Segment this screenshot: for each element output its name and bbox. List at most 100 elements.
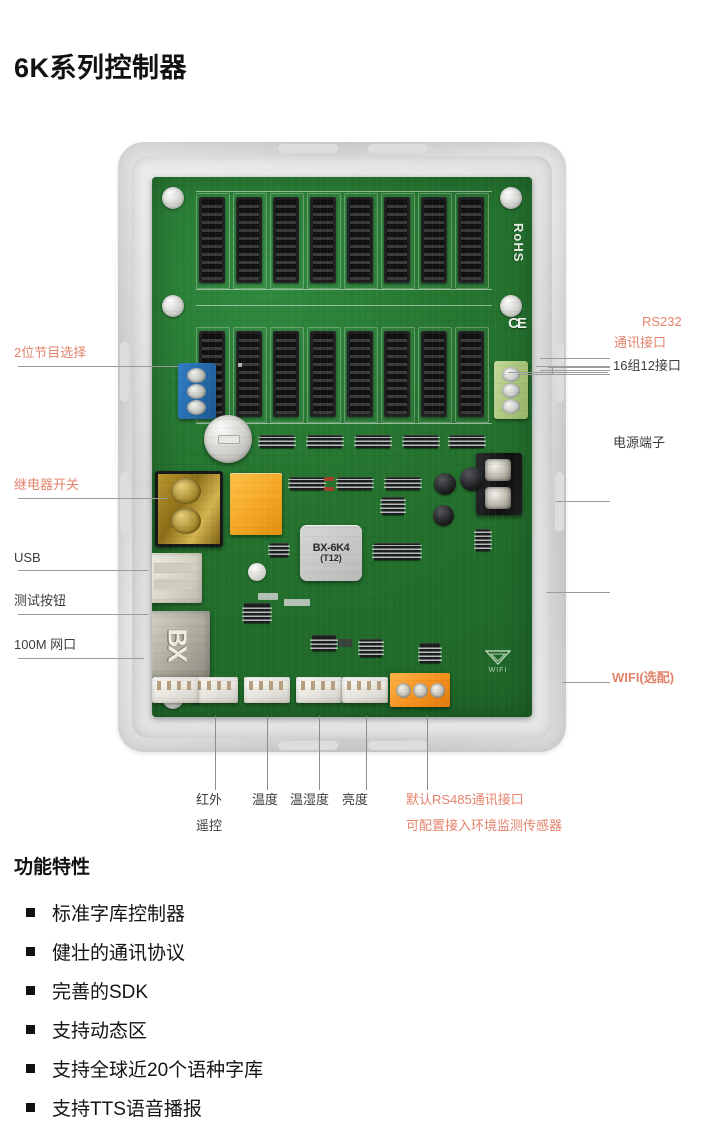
soic-chip [358,639,384,657]
idc-header[interactable] [273,331,299,417]
driver-chip [336,477,374,490]
bullet-icon [26,1064,35,1073]
rs232-terminal[interactable] [494,361,528,419]
relay-terminal-block[interactable] [155,471,223,547]
feature-item: 支持全球近20个语种字库 [14,1049,704,1088]
idc-header[interactable] [458,331,484,417]
terminal-screw [485,487,511,509]
leader-line-16ports [540,358,610,359]
leader-16group [522,374,610,375]
smd-passive [238,363,242,367]
page-title: 6K系列控制器 [14,53,188,83]
jst-connector-temp[interactable] [244,677,290,703]
driver-chip [384,477,422,490]
wifi-silkscreen-label: WIFI [488,667,508,674]
mounting-hole [162,295,184,317]
usb-port[interactable] [152,553,202,603]
feature-item: 标准字库控制器 [14,893,704,932]
power-terminal[interactable] [476,453,522,515]
capacitor [434,473,456,495]
idc-slot [270,193,304,289]
idc-header[interactable] [384,331,410,417]
idc-slot [381,193,415,289]
bx-logo: BX [162,627,193,661]
feature-item: 健壮的通讯协议 [14,932,704,971]
idc-slot [418,327,452,423]
idc-slot [270,327,304,423]
ethernet-port[interactable]: BX [152,611,210,677]
feature-text: 标准字库控制器 [52,904,186,925]
idc-slot [344,327,378,423]
jst-connector-ir[interactable] [192,677,238,703]
leader-relay [18,498,168,499]
leader-line-top [536,366,610,367]
diode [338,639,352,647]
terminal-screw [187,368,206,383]
jst-connector-brightness[interactable] [342,677,388,703]
leader-line-rs232-a [540,370,610,371]
idc-header[interactable] [347,197,373,283]
feature-text: 支持动态区 [52,1021,148,1042]
idc-header[interactable] [458,197,484,283]
idc-header[interactable] [421,331,447,417]
driver-chip [354,435,392,448]
coin-battery [204,415,252,463]
idc-slot [233,193,267,289]
rs485-terminal[interactable] [390,673,450,707]
tray-notch [278,741,338,750]
features-list: 标准字库控制器 健壮的通讯协议 完善的SDK 支持动态区 支持全球近20个语种字… [14,893,704,1127]
resistor [324,477,334,481]
ce-mark: CE [508,315,527,332]
idc-header[interactable] [236,331,262,417]
terminal-screw [430,683,445,698]
idc-header[interactable] [236,197,262,283]
relay-screw [171,508,201,534]
jst-connector-temp-humid[interactable] [296,677,342,703]
callout-rs485-line2: 可配置接入环境监测传感器 [406,818,563,833]
bullet-icon [26,986,35,995]
terminal-screw [396,683,411,698]
driver-chip [448,435,486,448]
soic-chip [242,603,272,623]
callout-rs232-line1: RS232 [642,314,682,329]
terminal-screw [413,683,428,698]
program-select-terminal[interactable] [178,363,216,419]
bullet-icon [26,908,35,917]
idc-header[interactable] [310,331,336,417]
terminal-screw [187,400,206,415]
features-section: 功能特性 标准字库控制器 健壮的通讯协议 完善的SDK 支持动态区 支持全球近2… [14,852,704,1127]
capacitor [460,467,484,491]
idc-slot [307,193,341,289]
callout-test-button: 测试按钮 [14,593,67,608]
soic-chip [380,497,406,515]
rohs-mark: RoHS [511,223,526,263]
mounting-hole [500,187,522,209]
features-heading: 功能特性 [14,857,91,878]
leader-temphumid [319,716,320,790]
idc-header[interactable] [273,197,299,283]
driver-chip [258,435,296,448]
callout-wifi-optional: WIFI(选配) [612,670,675,685]
idc-header[interactable] [421,197,447,283]
feature-text: 健壮的通讯协议 [52,943,186,964]
terminal-screw [187,384,206,399]
tray-notch [120,472,129,532]
relay-screw [171,478,201,504]
soic-chip [372,543,422,560]
idc-header[interactable] [310,197,336,283]
idc-header[interactable] [199,197,225,283]
idc-header[interactable] [384,197,410,283]
mounting-hole [162,187,184,209]
tray-notch [278,144,338,153]
terminal-screw [485,459,511,481]
product-diagram: RoHS CE [0,130,720,845]
feature-item: 支持TTS语音播报 [14,1088,704,1127]
feature-text: 支持TTS语音播报 [52,1099,202,1120]
leader-temp [267,716,268,790]
test-button[interactable] [284,599,310,606]
idc-header[interactable] [347,331,373,417]
idc-slot [196,193,230,289]
switch[interactable] [258,593,278,600]
idc-slot [381,327,415,423]
callout-ports-16x12: 16组12接口 [613,358,681,373]
